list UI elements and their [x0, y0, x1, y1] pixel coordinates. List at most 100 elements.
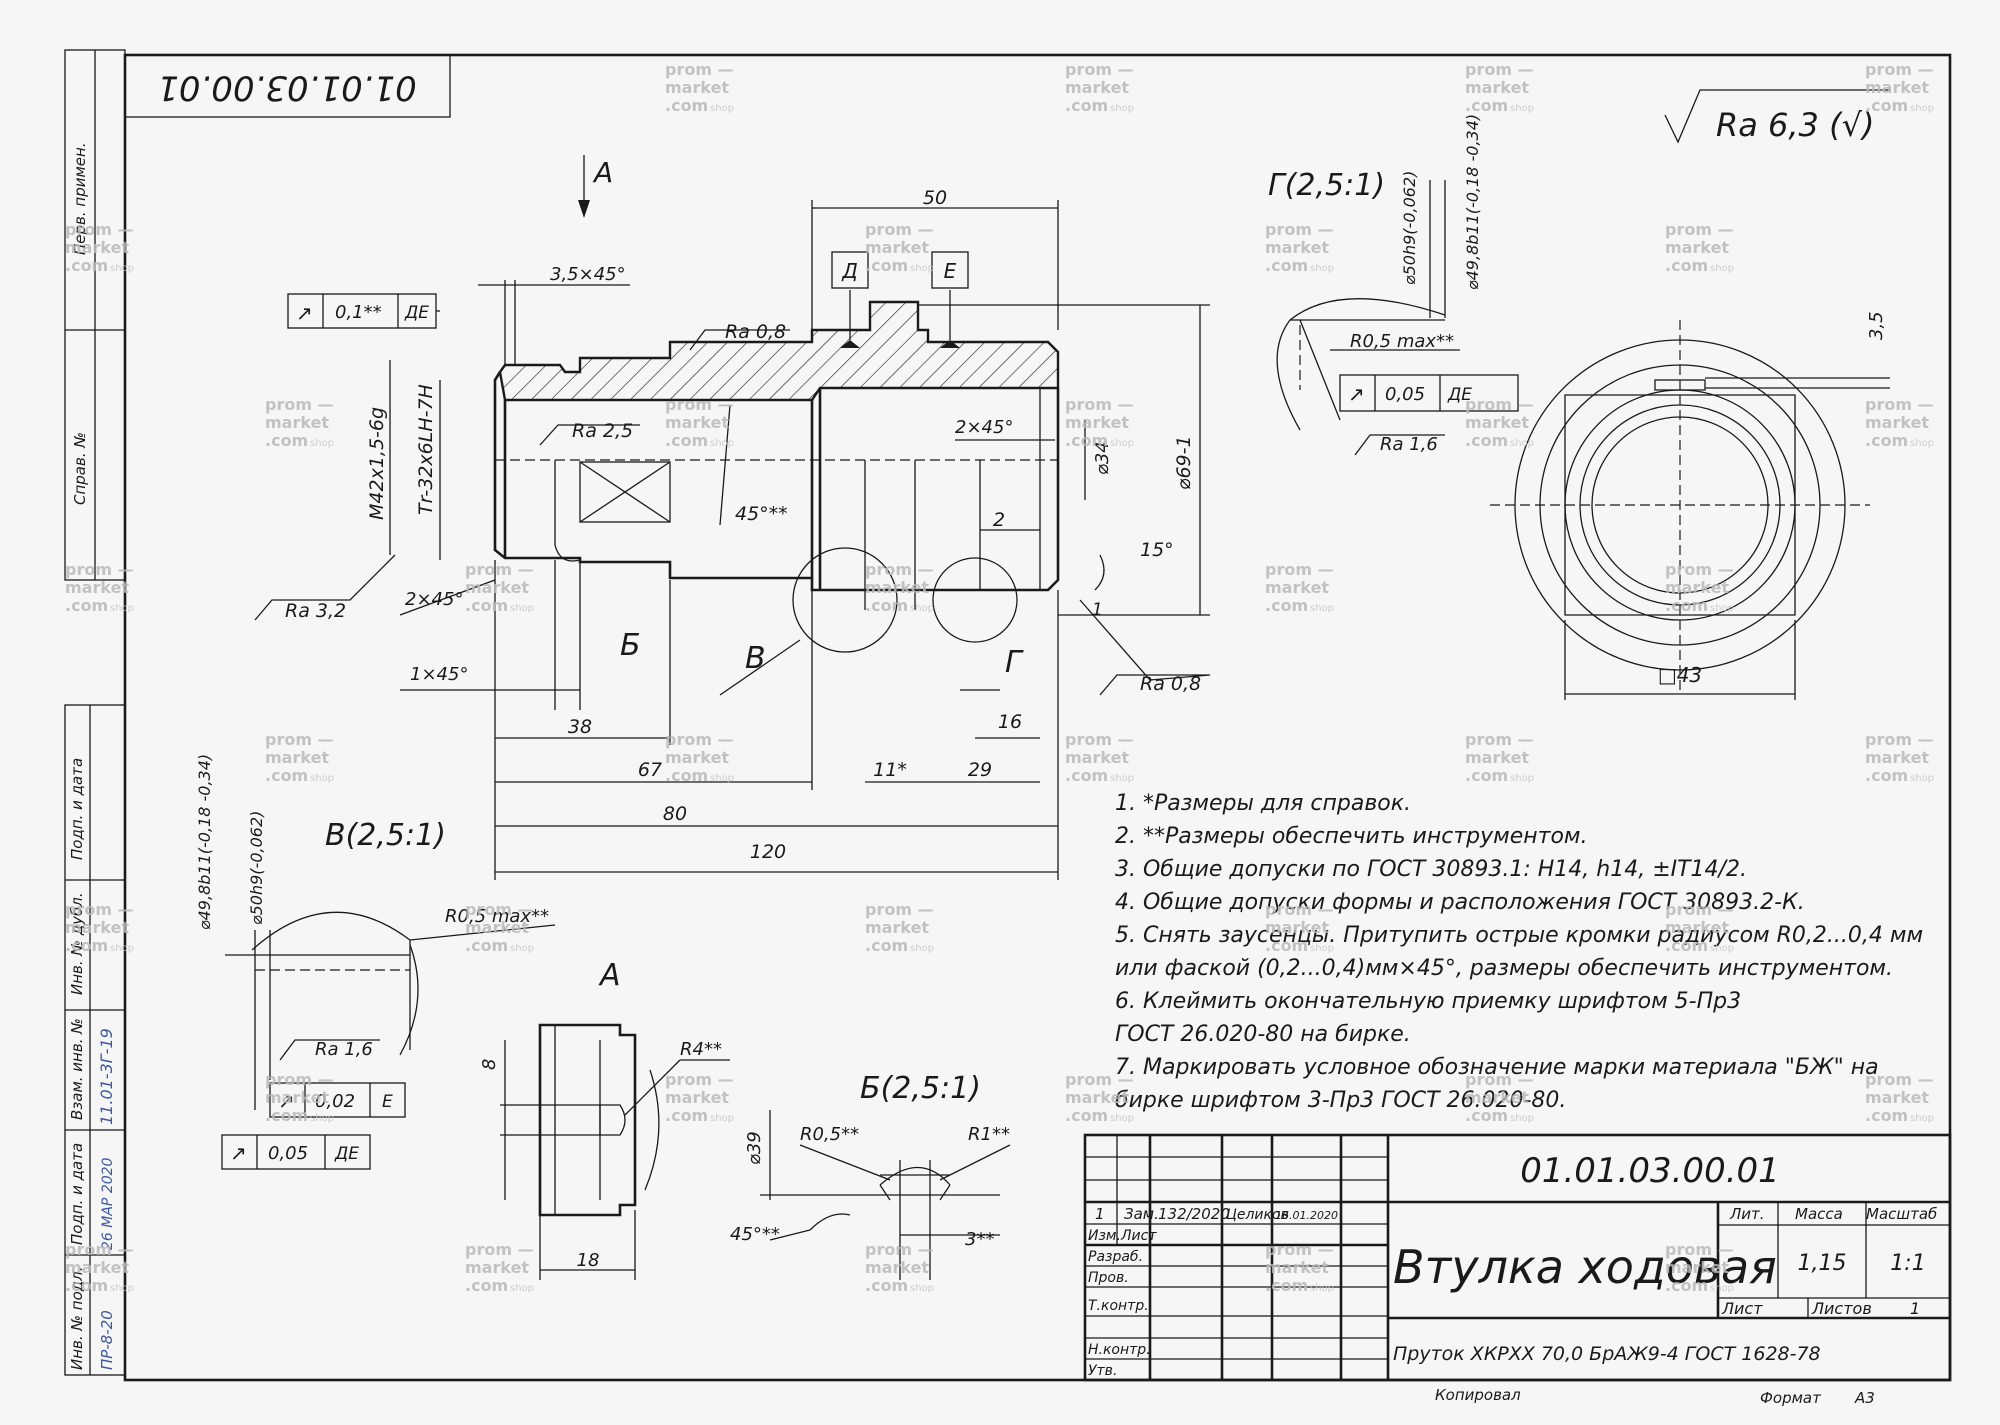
tb-scale-value: 1:1 — [1890, 1251, 1925, 1276]
watermark-text: prom — — [865, 900, 934, 919]
detail-g-title: Г(2,5:1) — [1268, 168, 1385, 203]
watermark-text: prom — — [665, 60, 734, 79]
watermark-text: market — [465, 918, 529, 937]
watermark-suffix: shop — [1910, 103, 1934, 114]
watermark-text: .com — [1665, 1276, 1708, 1295]
watermark-text: market — [865, 1258, 929, 1277]
watermark-text: market — [1665, 238, 1729, 257]
watermark-text: market — [1065, 748, 1129, 767]
watermark-text: .com — [1865, 1106, 1908, 1125]
tb-rev-label: Зам. — [1124, 1205, 1159, 1223]
drawing-frame — [64, 49, 1952, 1382]
detail-b-dim3: 3** — [965, 1229, 994, 1250]
dim-angle-15: 15° — [1140, 539, 1174, 561]
watermark-text: .com — [665, 1106, 708, 1125]
watermark-text: .com — [465, 1276, 508, 1295]
watermark-text: market — [1265, 1258, 1329, 1277]
detail-b-callout: Б — [620, 628, 641, 663]
watermark-suffix: shop — [1310, 263, 1334, 274]
watermark-text: prom — — [1065, 730, 1134, 749]
dim-120: 120 — [750, 841, 786, 863]
watermark-text: prom — — [865, 220, 934, 239]
tb-massa-value: 1,15 — [1798, 1251, 1847, 1276]
watermark-text: .com — [665, 431, 708, 450]
stamp-handwritten-code: 11.01-3Г-19 — [97, 1028, 116, 1125]
detail-b-r1: R1** — [968, 1124, 1010, 1145]
watermark-text: .com — [665, 96, 708, 115]
watermark-text: prom — — [265, 395, 334, 414]
watermark-text: market — [1465, 1088, 1529, 1107]
tb-massa-label: Масса — [1795, 1205, 1843, 1223]
watermark-text: .com — [1665, 596, 1708, 615]
dim-80: 80 — [663, 803, 687, 825]
watermark-text: prom — — [1465, 1070, 1534, 1089]
section-a-title: А — [598, 958, 621, 993]
watermark-text: market — [1665, 1258, 1729, 1277]
watermark-text: prom — — [65, 1240, 134, 1259]
watermark-text: market — [865, 918, 929, 937]
detail-g-ra16: Ra 1,6 — [1380, 434, 1438, 455]
tolerance-3-datum: Е — [382, 1092, 393, 1112]
watermark-text: market — [1465, 748, 1529, 767]
watermark-text: market — [1665, 918, 1729, 937]
watermark-text: market — [665, 748, 729, 767]
tb-razrab: Разраб. — [1088, 1249, 1143, 1265]
detail-v-dia49: ⌀49,8b11(-0,18 -0,34) — [195, 754, 214, 930]
tb-format-value: А3 — [1854, 1389, 1875, 1407]
watermark-text: market — [265, 1088, 329, 1107]
main-section-view: Д Е — [493, 251, 1060, 653]
roughness-ra08-bottom: Ra 0,8 — [1140, 673, 1201, 695]
dim-2: 2 — [993, 509, 1005, 531]
detail-v-callout: В — [745, 641, 766, 676]
detail-g-dia49: ⌀49,8b11(-0,18 -0,34) — [1463, 114, 1482, 290]
watermark-text: market — [1265, 918, 1329, 937]
watermark-text: market — [265, 748, 329, 767]
tolerance-4-symbol: ↗ — [230, 1141, 247, 1165]
watermark-suffix: shop — [1910, 1113, 1934, 1124]
dim-angle-45-ref: 45°** — [735, 503, 788, 525]
watermark-text: market — [65, 238, 129, 257]
watermark-text: .com — [1265, 256, 1308, 275]
rotated-number-box: 01.01.03.00.01 — [124, 54, 451, 118]
watermark-text: market — [1865, 78, 1929, 97]
watermark-suffix: shop — [1710, 603, 1734, 614]
end-view-sq43: □43 — [1658, 663, 1702, 687]
section-a-top-label: А — [592, 156, 613, 189]
watermark-text: prom — — [465, 900, 534, 919]
watermark-text: market — [1265, 238, 1329, 257]
watermark-text: .com — [865, 936, 908, 955]
watermark-suffix: shop — [1710, 1283, 1734, 1294]
watermark-text: market — [1065, 413, 1129, 432]
watermark-text: .com — [1865, 431, 1908, 450]
watermark-suffix: shop — [1710, 943, 1734, 954]
watermark-text: prom — — [1665, 1240, 1734, 1259]
watermark-text: .com — [865, 256, 908, 275]
tb-lit-label: Лит. — [1729, 1205, 1765, 1223]
watermark-text: .com — [665, 766, 708, 785]
dim-chamfer-2x45-left: 2×45° — [405, 589, 463, 610]
watermark-suffix: shop — [710, 773, 734, 784]
watermark-text: prom — — [65, 900, 134, 919]
detail-v-view: В(2,5:1) ⌀49,8b11(-0,18 -0,34) ⌀50h9(-0,… — [195, 754, 556, 1170]
dim-chamfer-2x45-right: 2×45° — [955, 417, 1013, 438]
dim-11: 11* — [873, 759, 907, 781]
watermark-suffix: shop — [710, 438, 734, 449]
watermark-text: prom — — [1865, 730, 1934, 749]
watermark-text: .com — [1865, 766, 1908, 785]
watermark-text: .com — [465, 596, 508, 615]
watermark-text: prom — — [1865, 1070, 1934, 1089]
